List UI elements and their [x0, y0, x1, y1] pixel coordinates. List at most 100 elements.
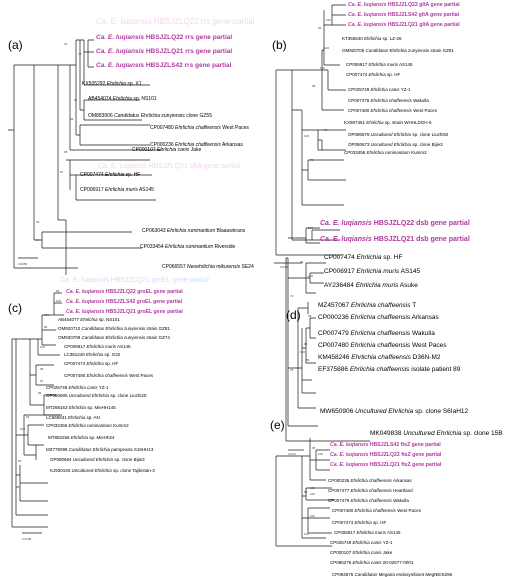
bootstrap-value: 95: [312, 446, 316, 450]
bootstrap-value: 100: [324, 46, 330, 50]
taxon-label: CP066557 Neoehrlichia mikurensis SE24: [162, 264, 254, 270]
highlighted-taxon-label: Ca. E. luqiansis HBSJZLQ21 ftsZ gene par…: [330, 462, 442, 468]
taxon-label: LC565631 Ehrlichia sp. AN: [46, 415, 100, 420]
taxon-label: AB454077 Ehrlichia sp. NS101: [58, 317, 120, 322]
panel-label-a: (a): [8, 38, 23, 52]
bootstrap-value: 100: [318, 452, 324, 456]
scale-bar-label: 0.020: [288, 452, 296, 456]
bootstrap-value: 95: [64, 150, 68, 154]
panel-label-e: (e): [270, 418, 285, 432]
taxon-label: OM920710 Candidatus Ehrlichia zunyiensis…: [58, 326, 170, 331]
taxon-label: OP080673 Uncultured Ehrlichia sp. clone …: [348, 142, 443, 147]
bootstrap-value: 100: [56, 299, 62, 303]
bootstrap-value: 100: [310, 492, 316, 496]
taxon-label: CP006917 Ehrlichia muris AS145: [346, 62, 413, 67]
taxon-label: KX987351 Ehrlichia sp. strain WHHLDGH-6: [344, 120, 432, 125]
highlighted-taxon-label: Ca. E. luqiansis HBSJZLS42 ftsZ gene par…: [330, 442, 441, 448]
bootstrap-value: 51: [64, 42, 68, 46]
taxon-label: CP006917 Ehrlichia muris AS145: [64, 344, 131, 349]
bootstrap-value: 98: [304, 490, 308, 494]
bootstrap-value: 100: [308, 226, 314, 230]
highlighted-taxon-label: Ca. E. luqiansis HBSJZLQ21 gltA gene par…: [348, 22, 460, 28]
bootstrap-value: 99: [308, 314, 312, 318]
taxon-label: CP000107 Ehrlichia canis Jake: [330, 550, 393, 555]
taxon-label: CP084576 Candidatus Megaira endosymbiont…: [332, 572, 453, 577]
bootstrap-value: 98: [304, 342, 308, 346]
taxon-label: CP007477 Ehrlichia chaffeensis Heartland: [328, 488, 413, 493]
bootstrap-value: 91: [40, 379, 44, 383]
scale-bar-label: 0.0100: [22, 537, 32, 541]
panel-label-c: (c): [8, 301, 22, 315]
taxon-label: MT882256 Ehrlichia sp. MieHh24: [48, 435, 115, 440]
highlighted-taxon-label: Ca. E. luqiansis HBSJZLS42 gltA gene par…: [348, 12, 460, 18]
bootstrap-value: 72: [290, 294, 294, 298]
highlighted-taxon-label: Ca. E. luqiansis HBSJZLQ22 dsb gene part…: [320, 220, 470, 227]
bootstrap-value: 99: [70, 117, 74, 121]
taxon-label: CP000236 Ehrlichia chaffeensis Arkansas: [318, 314, 439, 321]
taxon-label: KJ930193 Uncultured Ehrlichia sp. clone …: [50, 468, 155, 473]
taxon-label: MT268163 Ehrlichia sp. MieHH145: [46, 405, 116, 410]
taxon-label: KM458246 Ehrlichia chaffeensis D36N-M2: [318, 354, 441, 361]
tree-branches-c: [11, 292, 64, 534]
taxon-label: CP007480 Ehrlichia chaffeensis West Pace…: [150, 125, 249, 131]
bootstrap-value: 78: [310, 158, 314, 162]
bootstrap-value: 100: [326, 18, 332, 22]
taxon-label: CP007474 Ehrlichia sp. HF: [346, 72, 401, 77]
ghost-label: Ca. E. luqiansis HBSJZLQ21 gltA gene par…: [98, 163, 241, 170]
taxon-label: CP000236 Ehrlichia chaffeensis Arkansas: [150, 142, 243, 148]
taxon-label: CP007474 Ehrlichia sp. HF: [64, 361, 119, 366]
ghost-label: Ca. E. luqiansis HBSJZLQ22 rrs gene part…: [96, 17, 255, 26]
taxon-label: OM883906 Candidatus Ehrlichia zunyiensis…: [88, 113, 212, 119]
bootstrap-value: 98: [40, 367, 44, 371]
taxon-label: CP063043 Ehrlichia ruminantium Blaauwkra…: [142, 228, 246, 234]
panel-label-d: (d): [286, 308, 301, 322]
bootstrap-value: 75: [324, 128, 328, 132]
tree-panel-b: (b) 0.020 Ca. E. luqiansis HBSJZLQ22 glt…: [262, 0, 524, 275]
taxon-label: OM920709 Candidatus Ehrlichia zunyiensis…: [58, 335, 170, 340]
taxon-label: CP006917 Ehrlichia muris AS145: [324, 268, 421, 275]
bootstrap-value: 57: [60, 170, 64, 174]
bootstrap-value: 99: [318, 26, 322, 30]
highlighted-taxon-label: Ca. E. luqiansis HBSJZLQ21 groEL gene pa…: [66, 309, 183, 315]
bootstrap-value: 98: [312, 84, 316, 88]
highlighted-taxon-label: Ca. E. luqiansis HBSJZLS42 groEL gene pa…: [66, 299, 183, 305]
taxon-label: CP007480 Ehrlichia chaffeensis West Pace…: [64, 373, 153, 378]
tree-branches-e: [275, 438, 334, 547]
scale-bar-label: 0.020: [280, 265, 288, 269]
tree-branches-d: [285, 227, 370, 451]
bootstrap-value: 93: [36, 220, 40, 224]
bootstrap-value: 95: [38, 391, 42, 395]
taxon-label: CP007479 Ehrlichia chaffeensis Wakulla: [328, 498, 409, 503]
taxon-label: OP080685 Uncultured Ehrlichia sp. clone …: [46, 393, 147, 398]
bootstrap-value: 100: [20, 427, 26, 431]
taxon-label: CP007480 Ehrlichia chaffeensis West Pace…: [318, 342, 447, 349]
bootstrap-value: 76: [290, 368, 294, 372]
taxon-label: EF375886 Ehrlichia chaffeensis isolate p…: [318, 366, 461, 373]
bootstrap-value: 73: [78, 52, 82, 56]
tree-panel-a: (a) Ca. E. luqiansis HBSJZLQ22 rrs gene …: [0, 0, 262, 275]
taxon-label: KX505292 Ehrlichia sp. X1: [82, 81, 142, 87]
bootstrap-value: 98: [16, 485, 20, 489]
bootstrap-value: 99: [56, 289, 60, 293]
taxon-label: CP033454 Ehrlichia ruminantium Riverside: [140, 244, 236, 250]
tree-branches-a: [8, 39, 162, 275]
taxon-label: CP006917 Ehrlichia muris AS145: [334, 530, 401, 535]
taxon-label: MK049838 Uncultured Ehrlichia sp. clone …: [370, 430, 503, 437]
taxon-label: CP000107 Ehrlichia canis Jake: [132, 147, 202, 153]
bootstrap-value: 100: [44, 313, 50, 317]
bootstrap-value: 99: [300, 260, 304, 264]
taxon-label: MW650906 Uncultured Ehrlichia sp. clone …: [320, 408, 469, 415]
taxon-label: CP025749 Ehrlichia canis YZ-1: [330, 540, 393, 545]
taxon-label: CP085276 Ehrlichia canis 20-02677-0001: [330, 560, 414, 565]
taxon-label: LC381240 Ehrlichia sp. G32: [64, 352, 121, 357]
highlighted-taxon-label: Ca. E. luqiansis HBSJZLQ21 rrs gene part…: [96, 48, 233, 55]
taxon-label: CP007474 Ehrlichia sp. HF: [332, 520, 387, 525]
scale-bar-label: 0.0050: [18, 262, 28, 266]
bootstrap-value: 67: [74, 98, 78, 102]
taxon-label: OP080678 Uncultured Ehrlichia sp. clone …: [348, 132, 449, 137]
taxon-label: CP006917 Ehrlichia muris AS145: [80, 187, 154, 193]
ghost-label: Ca. E. luqiansis HBSJZLQ21 groEL gene pa…: [60, 277, 209, 284]
panel-label-b: (b): [272, 38, 287, 52]
taxon-label: MZ457067 Ehrlichia chaffeensis T: [318, 302, 417, 309]
